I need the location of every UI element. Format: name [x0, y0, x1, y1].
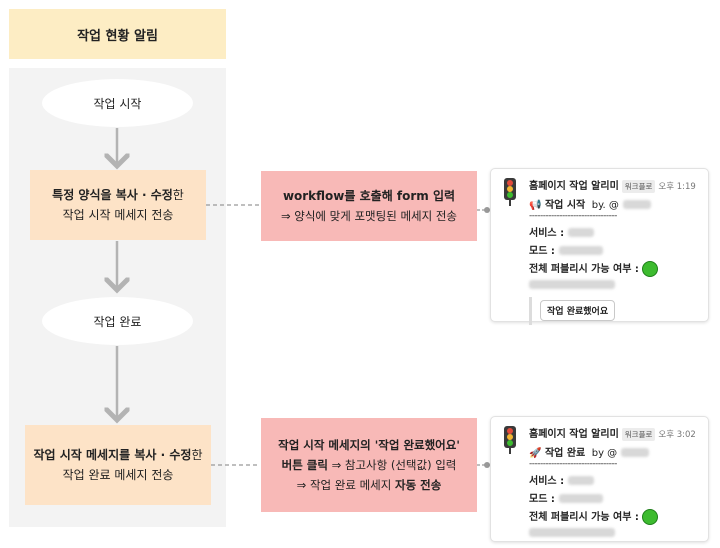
card2-service-row: 서비스 :: [529, 472, 700, 487]
step-copy-edit-start-message: 작업 시작 메세지를 복사 · 수정한 작업 완료 메세지 전송: [25, 425, 211, 505]
card2-service-redacted: [568, 476, 595, 485]
traffic-light-icon: [504, 426, 516, 454]
card1-publish-row: 전체 퍼블리시 가능 여부 :: [529, 260, 700, 277]
action1-line2: ⇒ 양식에 맞게 포맷팅된 메세지 전송: [280, 209, 458, 223]
green-circle-icon: [641, 508, 658, 525]
step2-bold: 작업 시작 메세지를 복사 · 수정: [33, 448, 192, 462]
card2-mode-row: 모드 :: [529, 490, 700, 505]
card1-app-name: 홈페이지 작업 알리미: [529, 181, 619, 192]
diagram-title-text: 작업 현황 알림: [77, 28, 158, 44]
card1-mode-label: 모드 :: [529, 245, 555, 257]
done-node: 작업 완료: [42, 297, 193, 345]
card1-by: by. @: [591, 199, 619, 211]
card2-by: by @: [591, 447, 618, 459]
card1-heading-row: 📢 작업 시작 by. @: [529, 196, 700, 211]
card1-mode-redacted: [558, 246, 603, 255]
step2-line2: 작업 완료 메세지 전송: [62, 468, 174, 482]
step-copy-edit-form: 특정 양식을 복사 · 수정한 작업 시작 메세지 전송: [30, 170, 206, 240]
start-node-label: 작업 시작: [93, 96, 142, 111]
card2-heading-row: 🚀 작업 완료 by @: [529, 444, 700, 459]
card2-publish-row: 전체 퍼블리시 가능 여부 :: [529, 508, 700, 525]
action1-line1: workflow를 호출해 form 입력: [282, 189, 456, 203]
dot-action2-to-card2: [484, 462, 490, 468]
card1-heading: 작업 시작: [544, 199, 586, 211]
megaphone-icon: 📢: [529, 199, 542, 211]
complete-button[interactable]: 작업 완료했어요: [540, 300, 616, 321]
card2-user-redacted: [621, 448, 650, 457]
card1-extra-row: [529, 280, 700, 291]
action-complete-button: 작업 시작 메세지의 '작업 완료했어요' 버튼 클릭 ⇒ 참고사항 (선택값)…: [261, 418, 477, 512]
card1-extra-redacted: [529, 280, 615, 289]
card1-service-redacted: [568, 228, 595, 237]
traffic-light-icon: [504, 178, 516, 206]
card2-heading: 작업 완료: [544, 447, 586, 459]
action2-line1: 작업 시작 메세지의 '작업 완료했어요': [278, 438, 460, 452]
card1-mode-row: 모드 :: [529, 242, 700, 257]
card1-divider: --------------------------------: [529, 210, 617, 221]
action-workflow-form: workflow를 호출해 form 입력 ⇒ 양식에 맞게 포맷팅된 메세지 …: [261, 171, 477, 241]
card2-mode-redacted: [558, 494, 603, 503]
card1-workflow-chip: 워크플로: [621, 179, 656, 193]
card2-mode-label: 모드 :: [529, 493, 555, 505]
card2-workflow-chip: 워크플로: [621, 427, 656, 441]
card2-app-name: 홈페이지 작업 알리미: [529, 429, 619, 440]
action2-line3-bold: 자동 전송: [395, 478, 442, 492]
action2-line2: 버튼 클릭 ⇒ 참고사항 (선택값) 입력: [282, 455, 457, 475]
card1-button-block: 작업 완료했어요: [529, 296, 700, 325]
rocket-icon: 🚀: [529, 447, 542, 459]
action2-line2-rest: ⇒ 참고사항 (선택값) 입력: [327, 458, 457, 472]
card1-publish-label: 전체 퍼블리시 가능 여부 :: [529, 263, 639, 275]
action2-line2-bold: 버튼 클릭: [281, 458, 328, 472]
card2-service-label: 서비스 :: [529, 475, 565, 487]
step2-line1: 작업 시작 메세지를 복사 · 수정한: [34, 445, 203, 465]
card2-timestamp: 오후 3:02: [658, 430, 696, 440]
action2-line3: ⇒ 작업 완료 메세지 자동 전송: [297, 475, 442, 495]
card1-service-row: 서비스 :: [529, 224, 700, 239]
action2-line3-pre: ⇒ 작업 완료 메세지: [296, 478, 395, 492]
dot-action1-to-card1: [484, 207, 490, 213]
done-node-label: 작업 완료: [93, 314, 142, 329]
card1-timestamp: 오후 1:19: [658, 182, 696, 192]
card2-extra-row: [529, 528, 700, 539]
card2-publish-label: 전체 퍼블리시 가능 여부 :: [529, 511, 639, 523]
card2-divider: --------------------------------: [529, 458, 617, 469]
card1-service-label: 서비스 :: [529, 227, 565, 239]
step2-suffix: 한: [191, 448, 203, 462]
diagram-title: 작업 현황 알림: [9, 9, 226, 59]
step1-line2: 작업 시작 메세지 전송: [62, 208, 174, 222]
card2-extra-redacted: [529, 528, 615, 537]
card1-user-redacted: [622, 200, 651, 209]
step1-line1: 특정 양식을 복사 · 수정한: [52, 185, 184, 205]
step1-suffix: 한: [172, 188, 184, 202]
step1-bold: 특정 양식을 복사 · 수정: [52, 188, 173, 202]
start-node: 작업 시작: [42, 79, 193, 127]
green-circle-icon: [641, 260, 658, 277]
